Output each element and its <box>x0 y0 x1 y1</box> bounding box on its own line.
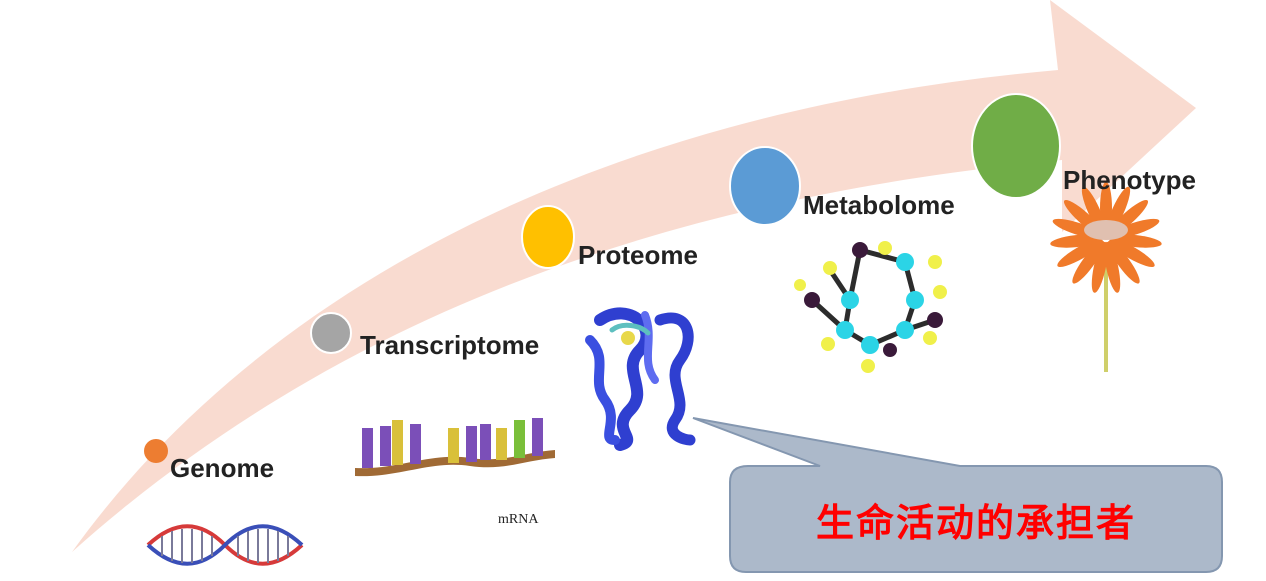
protein-structure-icon <box>585 307 696 451</box>
stage-label-transcriptome: Transcriptome <box>360 330 540 360</box>
stage-label-metabolome: Metabolome <box>803 190 955 220</box>
stage-label-genome: Genome <box>170 453 275 483</box>
mrna-strand-icon <box>355 418 555 477</box>
flower-icon <box>1050 182 1162 372</box>
stage-label-proteome: Proteome <box>578 240 698 270</box>
genome-circle <box>144 439 168 463</box>
transcriptome-circle <box>310 312 352 354</box>
callout-bubble <box>692 417 1223 573</box>
molecule-icon <box>794 241 947 373</box>
proteome-circle <box>521 205 575 269</box>
mrna-label: mRNA <box>498 512 539 527</box>
callout-text: 生命活动的承担者 <box>815 500 1136 545</box>
stage-label-phenotype: Phenotype <box>1063 165 1196 195</box>
curved-arrow <box>72 0 1196 552</box>
dna-helix-icon <box>146 524 304 566</box>
metabolome-circle <box>729 146 801 226</box>
phenotype-circle <box>971 93 1061 199</box>
